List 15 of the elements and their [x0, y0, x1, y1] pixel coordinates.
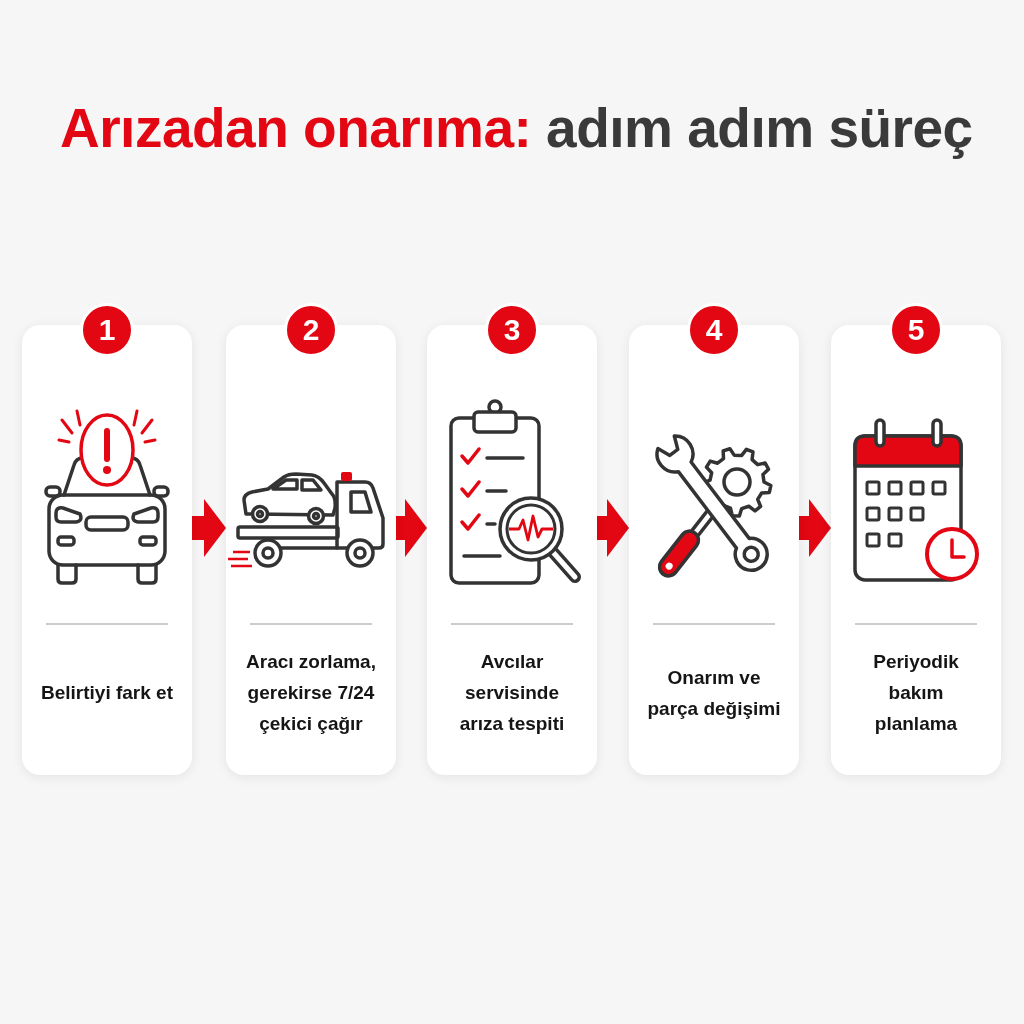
arrow	[192, 499, 226, 557]
arrow	[799, 499, 831, 557]
step-label: Periyodik bakım planlama	[872, 650, 960, 736]
step-number: 1	[80, 303, 134, 357]
step-label: Avcılar servisinde arıza tespiti	[458, 650, 566, 736]
step-number: 4	[687, 303, 741, 357]
step-number: 5	[889, 303, 943, 357]
step-number: 3	[485, 303, 539, 357]
arrow	[597, 499, 629, 557]
step-label: Aracı zorlama, gerekirse 7/24 çekici çağır	[245, 650, 377, 736]
step-label: Belirtiyi fark et	[41, 681, 173, 705]
step-number: 2	[284, 303, 338, 357]
page-title: Arızadan onarıma: adım adım süreç	[60, 96, 973, 161]
step-label: Onarım ve parça değişimi	[646, 665, 782, 721]
arrow	[396, 499, 427, 557]
